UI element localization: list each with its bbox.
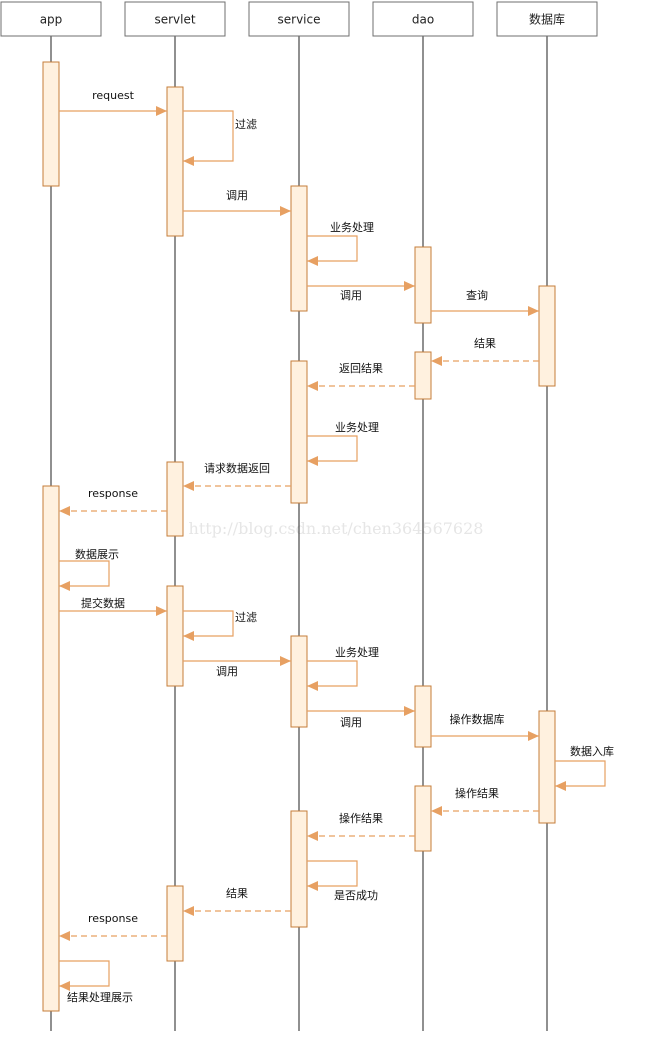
- message-23: 结果: [183, 887, 291, 916]
- message-22: 是否成功: [307, 860, 378, 902]
- message-24: response: [59, 912, 167, 941]
- message-label-11: response: [88, 487, 138, 500]
- actor-box-service: [248, 1, 350, 37]
- message-label-25: 结果处理展示: [67, 991, 133, 1004]
- actor-label-app: app: [40, 13, 63, 27]
- message-label-12: 数据展示: [75, 547, 119, 561]
- message-label-9: 业务处理: [335, 421, 379, 434]
- activation-service-6: [290, 360, 308, 504]
- message-6: 查询: [431, 288, 539, 316]
- message-line-14: [183, 610, 234, 641]
- message-label-21: 操作结果: [339, 811, 383, 825]
- message-label-2: 过滤: [235, 118, 257, 131]
- message-label-6: 查询: [466, 288, 488, 302]
- actor-dao: dao: [372, 1, 474, 37]
- message-line-9: [307, 435, 358, 466]
- watermark-text: http://blog.csdn.net/chen364567628: [189, 519, 484, 538]
- message-label-3: 调用: [226, 189, 248, 202]
- message-line-22: [307, 860, 358, 891]
- message-label-13: 提交数据: [81, 596, 125, 610]
- message-3: 调用: [183, 189, 291, 216]
- message-4: 业务处理: [307, 221, 374, 266]
- activation-service-10: [290, 635, 308, 728]
- activation-servlet-1: [166, 86, 184, 237]
- message-8: 返回结果: [307, 362, 415, 391]
- message-21: 操作结果: [307, 811, 415, 841]
- message-label-5: 调用: [340, 289, 362, 302]
- message-1: request: [59, 89, 167, 116]
- message-2: 过滤: [183, 110, 257, 166]
- message-15: 调用: [183, 656, 291, 678]
- message-label-20: 操作结果: [455, 786, 499, 800]
- message-label-23: 结果: [226, 887, 248, 900]
- message-label-15: 调用: [216, 665, 238, 678]
- message-16: 业务处理: [307, 646, 379, 691]
- message-line-25: [59, 960, 110, 991]
- actor-box-servlet: [124, 1, 226, 37]
- actor-app: app: [0, 1, 102, 37]
- message-label-4: 业务处理: [330, 221, 374, 234]
- message-20: 操作结果: [431, 786, 539, 816]
- actor-label-servlet: servlet: [154, 13, 195, 27]
- activation-servlet-9: [166, 585, 184, 687]
- message-9: 业务处理: [307, 421, 379, 466]
- message-label-1: request: [92, 89, 135, 102]
- message-line-4: [307, 235, 358, 266]
- message-label-24: response: [88, 912, 138, 925]
- message-line-12: [59, 560, 110, 591]
- message-label-7: 结果: [474, 337, 496, 350]
- actor-label-service: service: [278, 13, 321, 27]
- message-line-19: [555, 760, 606, 791]
- actor-box-app: [0, 1, 102, 37]
- actor-db: 数据库: [496, 1, 598, 37]
- message-label-16: 业务处理: [335, 646, 379, 659]
- activation-dao-5: [414, 351, 432, 400]
- activation-dao-3: [414, 246, 432, 324]
- activation-service-14: [290, 810, 308, 928]
- message-13: 提交数据: [59, 596, 167, 616]
- activation-app-8: [42, 485, 60, 1012]
- activation-db-4: [538, 285, 556, 387]
- message-line-2: [183, 110, 234, 166]
- message-25: 结果处理展示: [59, 960, 133, 1004]
- message-19: 数据入库: [555, 744, 614, 791]
- message-label-10: 请求数据返回: [204, 461, 270, 475]
- message-label-17: 调用: [340, 716, 362, 729]
- message-14: 过滤: [183, 610, 257, 641]
- activation-dao-11: [414, 685, 432, 748]
- message-10: 请求数据返回: [183, 461, 291, 491]
- activation-dao-13: [414, 785, 432, 852]
- activation-db-12: [538, 710, 556, 824]
- actor-label-db: 数据库: [529, 12, 565, 27]
- message-5: 调用: [307, 281, 415, 302]
- actor-box-dao: [372, 1, 474, 37]
- activation-servlet-7: [166, 461, 184, 537]
- message-line-16: [307, 660, 358, 691]
- message-7: 结果: [431, 337, 539, 366]
- message-17: 调用: [307, 706, 415, 729]
- message-label-19: 数据入库: [570, 744, 614, 758]
- actor-servlet: servlet: [124, 1, 226, 37]
- message-label-14: 过滤: [235, 611, 257, 624]
- message-label-8: 返回结果: [339, 362, 383, 375]
- message-12: 数据展示: [59, 547, 119, 591]
- activation-servlet-15: [166, 885, 184, 962]
- activation-service-2: [290, 185, 308, 312]
- message-18: 操作数据库: [431, 712, 539, 741]
- actor-box-db: [496, 1, 598, 37]
- message-label-22: 是否成功: [334, 889, 378, 902]
- message-11: response: [59, 487, 167, 516]
- activation-app-0: [42, 61, 60, 187]
- actor-service: service: [248, 1, 350, 37]
- message-label-18: 操作数据库: [450, 712, 505, 726]
- actor-label-dao: dao: [412, 13, 434, 27]
